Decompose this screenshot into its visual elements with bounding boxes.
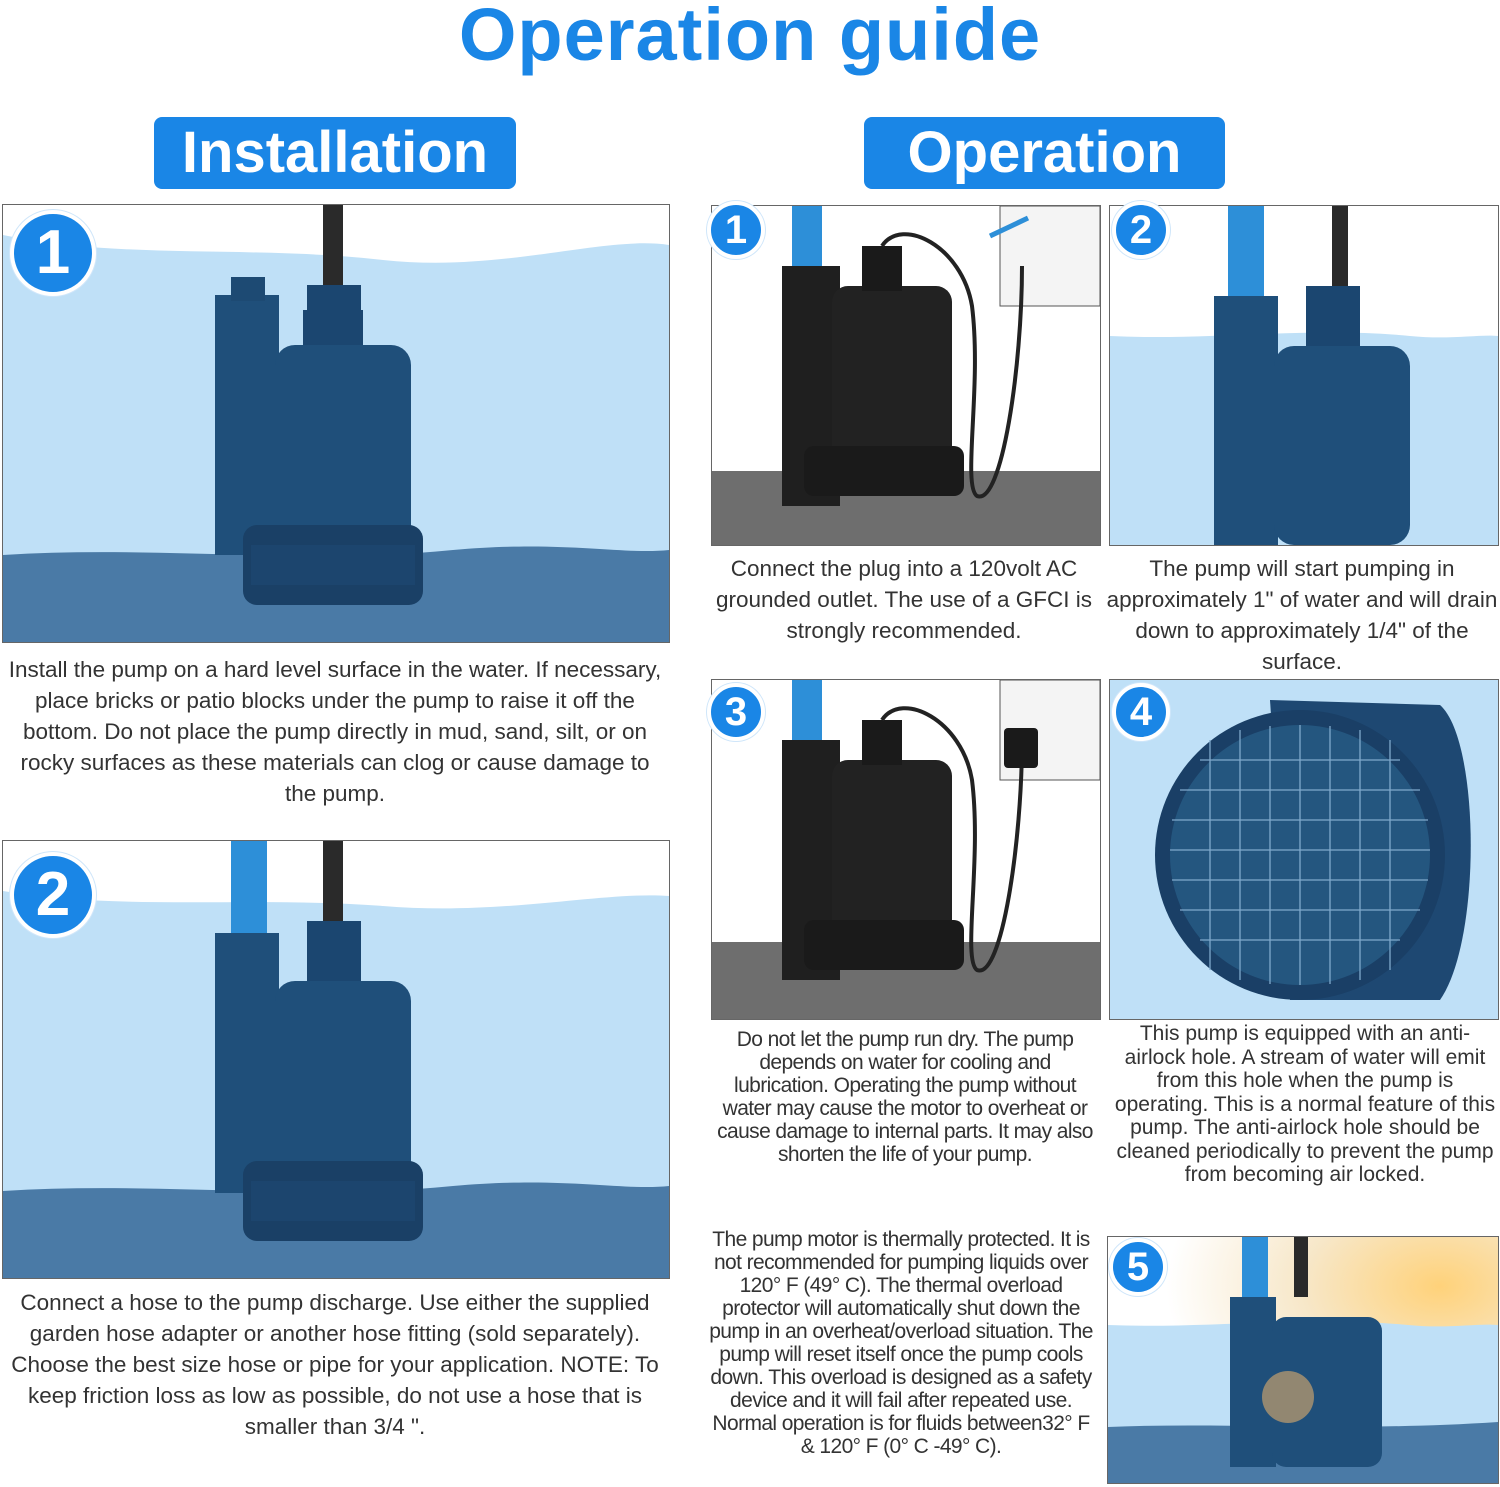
operation-step-4-badge: 4	[1112, 683, 1170, 741]
operation-step-3-illustration	[711, 679, 1101, 1020]
operation-heading: Operation	[864, 117, 1225, 189]
installation-step-1-illustration	[2, 204, 670, 643]
installation-heading: Installation	[154, 117, 516, 189]
operation-step-2-text: The pump will start pumping in approxima…	[1106, 556, 1498, 674]
operation-step-1-illustration	[711, 205, 1101, 546]
installation-step-1-text: Install the pump on a hard level surface…	[8, 657, 662, 806]
installation-step-2-text: Connect a hose to the pump discharge. Us…	[11, 1290, 659, 1439]
operation-step-1-badge: 1	[707, 201, 765, 259]
installation-step-2-badge: 2	[10, 852, 96, 938]
operation-step-3-badge: 3	[707, 683, 765, 741]
operation-step-3-text: Do not let the pump run dry. The pump de…	[717, 1028, 1093, 1166]
installation-step-1-badge: 1	[10, 210, 96, 296]
page-title: Operation guide	[458, 0, 1042, 76]
operation-step-4-text: This pump is equipped with an anti-airlo…	[1114, 1022, 1496, 1186]
operation-step-5-badge: 5	[1109, 1238, 1167, 1296]
installation-step-2-illustration	[2, 840, 670, 1279]
operation-step-1-text: Connect the plug into a 120volt AC groun…	[715, 556, 1093, 643]
operation-step-4-illustration	[1109, 679, 1499, 1020]
operation-step-2-badge: 2	[1112, 201, 1170, 259]
operation-step-5-illustration	[1107, 1236, 1499, 1484]
operation-step-5-text: The pump motor is thermally protected. I…	[709, 1228, 1093, 1458]
operation-step-2-illustration	[1109, 205, 1499, 546]
